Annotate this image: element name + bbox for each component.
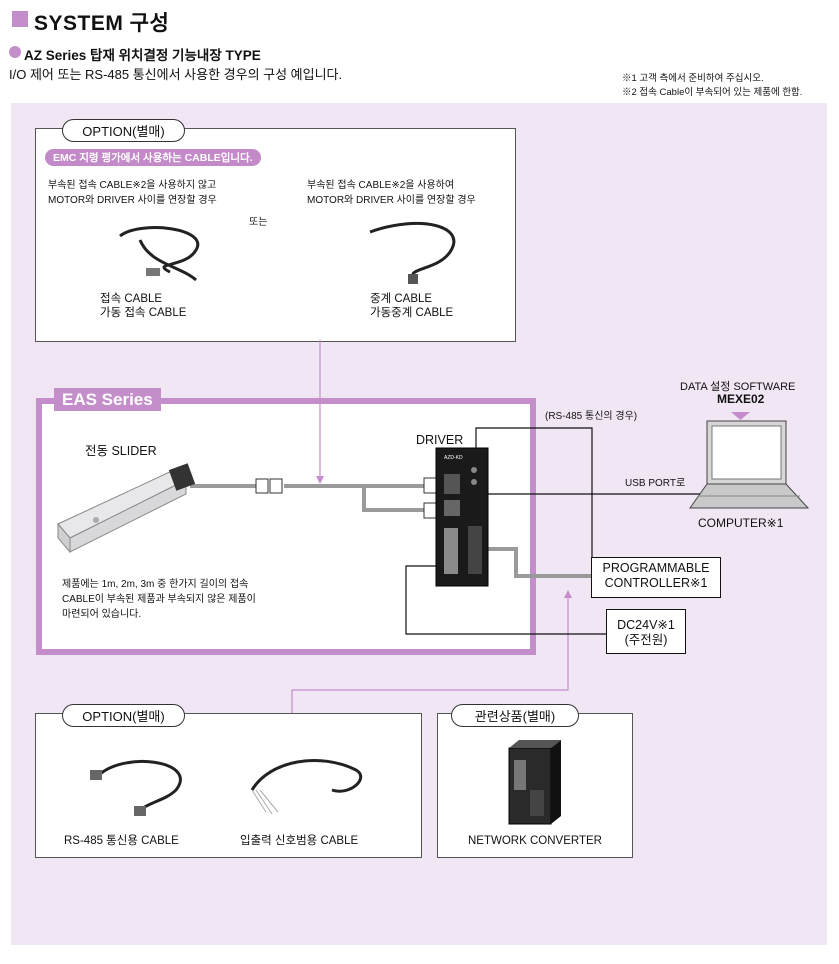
option-bottom-tab: OPTION(별매) bbox=[62, 704, 185, 727]
signal-wiring bbox=[405, 427, 700, 635]
option-right-label-1: 중계 CABLE bbox=[370, 293, 433, 305]
option-right-desc-2: MOTOR와 DRIVER 사이를 연장할 경우 bbox=[307, 195, 476, 206]
slider-label: 전동 SLIDER bbox=[85, 444, 157, 458]
option-top-tab: OPTION(별매) bbox=[62, 119, 185, 142]
rs485-cable-label: RS-485 통신용 CABLE bbox=[64, 835, 179, 847]
eas-note-3: 마련되어 있습니다. bbox=[62, 609, 142, 620]
laptop-computer bbox=[689, 420, 810, 509]
eas-series-tab: EAS Series bbox=[54, 388, 161, 411]
driver-unit: AZD-KD bbox=[435, 447, 489, 587]
driver-label: DRIVER bbox=[416, 433, 464, 447]
note-2: ※2 접속 Cable이 부속되어 있는 제품에 한함. bbox=[622, 87, 803, 98]
dc24v-label-2: (주전원) bbox=[624, 633, 668, 647]
option-right-desc-1: 부속된 접속 CABLE※2을 사용하여 bbox=[307, 180, 455, 191]
option-right-label-2: 가동중계 CABLE bbox=[370, 307, 454, 319]
computer-label: COMPUTER※1 bbox=[698, 516, 784, 530]
connector-b bbox=[269, 478, 283, 494]
option-bottom-connector bbox=[291, 593, 569, 713]
software-label: DATA 설정 SOFTWARE bbox=[680, 381, 796, 393]
description: I/O 제어 또는 RS-485 통신에서 사용한 경우의 구성 예입니다. bbox=[9, 67, 343, 82]
option-left-desc-1: 부속된 접속 CABLE※2을 사용하지 않고 bbox=[48, 180, 217, 191]
note-1: ※1 고객 측에서 준비하여 주십시오. bbox=[622, 73, 764, 84]
eas-note-1: 제품에는 1m, 2m, 3m 중 한가지 길이의 접속 bbox=[62, 579, 249, 590]
option-left-label-2: 가동 접속 CABLE bbox=[100, 307, 187, 319]
bullet-dot-icon bbox=[9, 46, 21, 58]
title-square-icon bbox=[12, 11, 28, 27]
connector-c bbox=[423, 477, 437, 494]
usb-port-label: USB PORT로 bbox=[625, 478, 686, 489]
network-converter-device bbox=[508, 740, 561, 825]
plc-box: PROGRAMMABLE CONTROLLER※1 bbox=[591, 557, 721, 598]
plc-label-2: CONTROLLER※1 bbox=[604, 576, 708, 590]
cable-plug-a bbox=[146, 268, 160, 276]
dc24v-box: DC24V※1 (주전원) bbox=[606, 609, 686, 654]
motor-cables bbox=[190, 484, 591, 578]
svg-text:AZD-KD: AZD-KD bbox=[444, 455, 463, 461]
cable-plug-b bbox=[408, 274, 418, 284]
subtitle-rest: Series 탑재 위치결정 기능내장 TYPE bbox=[42, 48, 261, 63]
connector-a bbox=[255, 478, 269, 494]
subtitle-series: AZ bbox=[24, 48, 42, 63]
subtitle: AZ Series 탑재 위치결정 기능내장 TYPE bbox=[24, 44, 261, 64]
plc-label-1: PROGRAMMABLE bbox=[602, 561, 710, 575]
option-bottom-cables bbox=[94, 759, 363, 812]
io-cable-label: 입출력 신호범용 CABLE bbox=[240, 835, 359, 847]
arrow-up-icon bbox=[564, 590, 572, 598]
page-title: SYSTEM 구성 bbox=[34, 12, 170, 35]
arrow-down-icon bbox=[316, 476, 324, 484]
option-connection-lines bbox=[291, 340, 569, 713]
io-cable-wires bbox=[251, 789, 279, 815]
option-left-label-1: 접속 CABLE bbox=[100, 293, 163, 305]
or-label: 또는 bbox=[249, 217, 268, 228]
option-top-cables bbox=[119, 221, 456, 282]
eas-note-2: CABLE이 부속된 제품과 부속되지 않은 제품이 bbox=[62, 594, 256, 605]
dc24v-label-1: DC24V※1 bbox=[617, 618, 675, 632]
rs485-case-label: (RS-485 통신의 경우) bbox=[545, 411, 638, 422]
rj45-plug-a bbox=[90, 770, 102, 780]
rj45-plug-b bbox=[134, 806, 146, 816]
software-name: MEXE02 bbox=[717, 392, 765, 406]
electric-slider bbox=[57, 463, 196, 554]
network-converter-label: NETWORK CONVERTER bbox=[468, 835, 602, 847]
option-left-desc-2: MOTOR와 DRIVER 사이를 연장할 경우 bbox=[48, 195, 217, 206]
connector-d bbox=[423, 502, 437, 519]
download-arrow-icon bbox=[731, 412, 750, 420]
related-tab: 관련상품(별매) bbox=[451, 704, 579, 727]
emc-badge: EMC 지령 평가에서 사용하는 CABLE입니다. bbox=[45, 149, 261, 166]
